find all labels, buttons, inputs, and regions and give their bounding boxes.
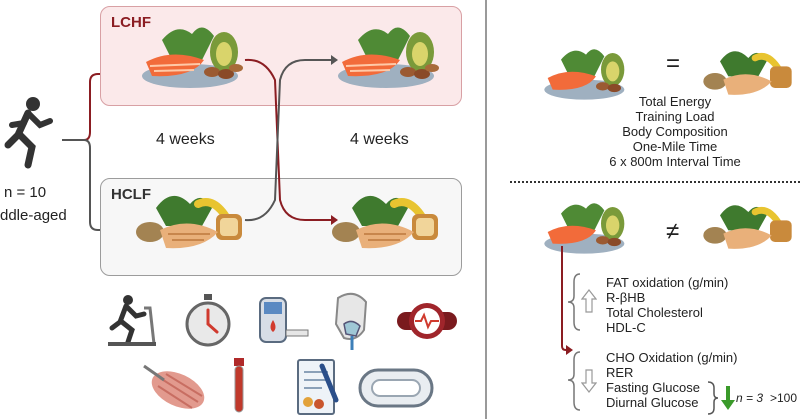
lchf-plate-compare-differ	[544, 203, 625, 254]
decreased-item: Diurnal Glucose	[606, 395, 699, 410]
not-equal-symbol: ≠	[666, 218, 680, 245]
equal-item: Body Composition	[622, 124, 728, 139]
subgroup-value: >100 n	[770, 391, 800, 405]
gas-analysis-mask-icon	[334, 292, 368, 350]
stopwatch-icon	[185, 294, 231, 347]
glucose-meter-icon	[259, 297, 309, 343]
decreased-item: CHO Oxidation (g/min)	[606, 350, 738, 365]
decreased-item: RER	[606, 365, 634, 380]
increased-item: R-βHB	[606, 290, 646, 305]
lchf-plate-1	[142, 27, 243, 88]
food-diary-icon	[297, 359, 339, 415]
lchf-label: LCHF	[111, 14, 151, 31]
muscle-biopsy-icon	[143, 364, 205, 409]
results-divider	[510, 181, 800, 183]
hclf-plate-compare-differ	[703, 205, 792, 249]
heart-rate-monitor-icon	[397, 303, 457, 339]
subgroup-count: n = 3	[736, 391, 764, 405]
glucose-sensor-icon	[358, 368, 434, 408]
equal-item: One-Mile Time	[632, 139, 718, 154]
decrease-arrow-icon	[581, 369, 597, 393]
hclf-plate-2	[332, 195, 438, 249]
hclf-label: HCLF	[111, 186, 151, 203]
decreased-outcomes-list: CHO Oxidation (g/min) RER Fasting Glucos…	[606, 350, 737, 410]
equal-symbol: =	[666, 50, 681, 77]
treadmill-icon	[108, 295, 156, 346]
subject-count: n = 10	[4, 184, 47, 201]
runner-icon	[4, 97, 53, 169]
increase-arrow-icon	[581, 289, 597, 313]
subject-age: ddle-aged	[0, 207, 67, 224]
increased-item: Total Cholesterol	[606, 305, 703, 320]
equal-outcomes-list: Total Energy Training Load Body Composit…	[590, 94, 760, 169]
blood-tube-icon	[234, 358, 244, 413]
crossover-arrows	[244, 55, 338, 225]
subgroup-brace	[707, 381, 735, 415]
increased-outcomes-list: FAT oxidation (g/min) R-βHB Total Choles…	[606, 275, 728, 335]
increased-item: FAT oxidation (g/min)	[606, 275, 729, 290]
period-2-label: 4 weeks	[350, 131, 409, 148]
period-1-label: 4 weeks	[156, 131, 215, 148]
result-connector	[561, 246, 581, 411]
equal-item: 6 x 800m Interval Time	[609, 154, 741, 169]
lchf-panel	[100, 6, 462, 106]
increased-item: HDL-C	[606, 320, 646, 335]
section-divider	[485, 0, 487, 419]
hclf-plate-1	[136, 195, 242, 249]
lchf-plate-2	[338, 27, 439, 88]
decreased-item: Fasting Glucose	[606, 380, 700, 395]
equal-item: Total Energy	[638, 94, 712, 109]
hclf-plate-compare-equal	[703, 51, 792, 95]
lchf-plate-compare-equal	[544, 49, 625, 100]
equal-item: Training Load	[635, 109, 715, 124]
